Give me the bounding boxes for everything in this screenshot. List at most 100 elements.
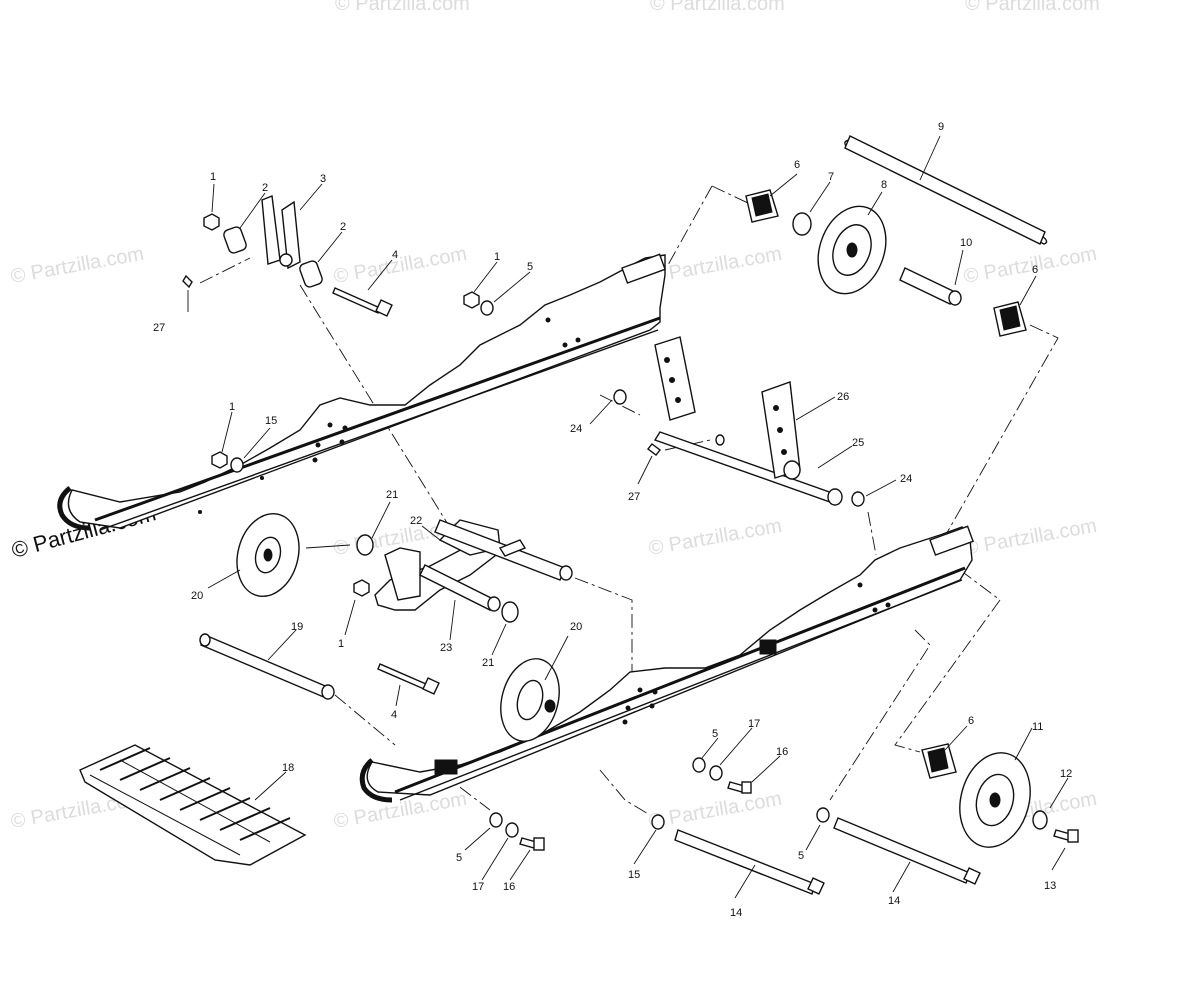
wheel-cap-inner (999, 305, 1021, 331)
callout-17: 17 (472, 881, 484, 893)
watermark: © Partzilla.com (962, 243, 1099, 288)
callout-5: 5 (527, 261, 533, 273)
rail-hole (545, 317, 551, 323)
rail-hole (872, 607, 878, 613)
rail-hole (857, 582, 863, 588)
callout-24: 24 (900, 473, 912, 485)
crossbar-fitting (715, 434, 725, 446)
bracket-hole (773, 405, 779, 411)
wheel-cap-inner (751, 193, 773, 217)
axle-shaft-14 (674, 829, 816, 895)
callout-14: 14 (730, 907, 742, 919)
assembly-line (829, 629, 931, 801)
bogie-wheel-bearing (263, 548, 273, 562)
watermark: © Partzilla.com (9, 243, 146, 288)
leader-line (544, 635, 569, 681)
callout-17: 17 (748, 718, 760, 730)
assembly-line (199, 257, 251, 284)
leader-line (491, 623, 507, 656)
callout-1: 1 (229, 401, 235, 413)
watermark: © Partzilla.com (332, 788, 469, 833)
leader-line (243, 427, 271, 459)
washer (613, 389, 627, 405)
link-hole (279, 253, 293, 267)
callout-20: 20 (191, 590, 203, 602)
right-rail-lower-edge (399, 579, 963, 801)
callout-2: 2 (262, 182, 268, 194)
assembly-line (939, 324, 1059, 546)
grease-fitting (182, 274, 193, 289)
watermark: © Partzilla.com (332, 243, 469, 288)
bushing (223, 226, 247, 254)
bracket-hole (664, 357, 670, 363)
bracket-hole (669, 377, 675, 383)
callout-25: 25 (852, 437, 864, 449)
leader-line (299, 183, 323, 211)
callout-3: 3 (320, 173, 326, 185)
left-rail-wear-strip (94, 316, 661, 522)
washer (230, 457, 244, 473)
leader-line (481, 837, 509, 881)
leader-line (795, 396, 836, 421)
leader-line (809, 181, 831, 213)
leader-line (865, 479, 897, 497)
rail-hole (327, 422, 333, 428)
bracket-hole (777, 427, 783, 433)
bushing (299, 260, 323, 288)
link-plate (261, 195, 281, 265)
assembly-line (867, 511, 877, 556)
leader-line (919, 135, 941, 181)
leader-line (944, 725, 968, 751)
rail-hole (260, 476, 264, 480)
callout-12: 12 (1060, 768, 1072, 780)
rail-hole (622, 719, 628, 725)
callout-11: 11 (1032, 721, 1043, 733)
washer (709, 765, 723, 781)
track-lugs (99, 747, 291, 841)
callout-1: 1 (494, 251, 500, 263)
callout-4: 4 (392, 249, 398, 261)
watermark: © Partzilla.com (650, 0, 785, 15)
washer (489, 812, 503, 828)
rail-hole (575, 337, 581, 343)
rail-hole (315, 442, 321, 448)
pivot-shaft-end (559, 565, 573, 581)
crossbar-end (827, 488, 843, 506)
leader-line (817, 445, 853, 469)
washer (505, 822, 519, 838)
crossbar-shaft (653, 431, 837, 503)
washer (651, 814, 665, 830)
callout-22: 22 (410, 515, 422, 527)
washer (816, 807, 830, 823)
watermark: © Partzilla.com (647, 243, 784, 288)
callout-5: 5 (712, 728, 718, 740)
leader-line (734, 864, 756, 899)
assembly-line (664, 439, 711, 451)
callout-1: 1 (338, 638, 344, 650)
leader-line (344, 599, 356, 636)
callout-20: 20 (570, 621, 582, 633)
leader-line (637, 455, 653, 485)
bracket-tube-end (783, 460, 801, 480)
rail-hole (342, 425, 348, 431)
rail-hole (652, 689, 658, 695)
leader-line (367, 259, 393, 291)
snap-ring (356, 534, 374, 556)
leader-line (371, 501, 391, 539)
bracket-hole (675, 397, 681, 403)
axle-shaft-19 (200, 634, 331, 699)
leader-line (254, 771, 287, 801)
leader-line (719, 727, 753, 766)
callout-1: 1 (210, 171, 216, 183)
rail-hole (885, 602, 891, 608)
axle-end (321, 684, 335, 700)
wheel-cap-inner (927, 747, 949, 773)
short-bolt-head (1067, 829, 1079, 843)
callout-16: 16 (776, 746, 788, 758)
axle-end (199, 633, 211, 647)
callout-16: 16 (503, 881, 515, 893)
callout-21: 21 (482, 657, 494, 669)
callout-2: 2 (340, 221, 346, 233)
pivot-shaft-end (487, 596, 501, 612)
